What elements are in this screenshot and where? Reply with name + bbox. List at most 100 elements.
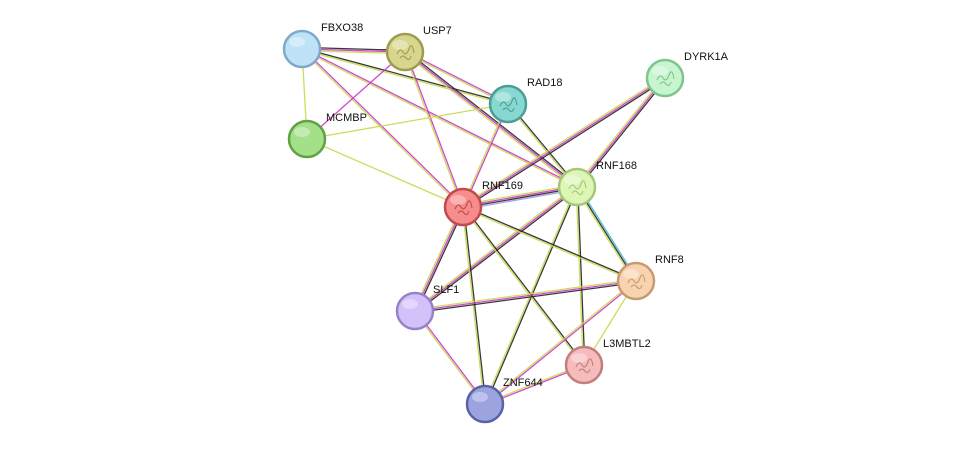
- node-highlight: [450, 195, 466, 205]
- node-label: SLF1: [433, 284, 459, 296]
- edge-strand: [403, 52, 577, 189]
- edge-strand: [306, 51, 406, 140]
- node-usp7[interactable]: USP7: [385, 25, 452, 72]
- node-highlight: [564, 175, 580, 185]
- edge-strand: [301, 49, 508, 106]
- protein-structure-icon: [454, 200, 473, 216]
- node-rnf168[interactable]: RNF168: [557, 160, 637, 207]
- node-label: RNF8: [655, 254, 684, 266]
- protein-structure-icon: [627, 274, 646, 290]
- node-mcmbp[interactable]: MCMBP: [287, 112, 367, 159]
- edge-strand: [414, 280, 637, 312]
- edge-strand: [405, 50, 579, 187]
- edge-strand: [415, 310, 487, 404]
- edges-layer: [300, 46, 667, 406]
- edge-strand: [463, 188, 578, 211]
- node-slf1[interactable]: SLF1: [395, 284, 459, 331]
- edge-strand: [463, 205, 637, 281]
- edge-strand: [577, 78, 667, 189]
- node-highlight: [392, 40, 408, 50]
- node-rnf169[interactable]: RNF169: [443, 180, 523, 227]
- node-highlight: [571, 353, 587, 363]
- node-rad18[interactable]: RAD18: [488, 77, 562, 124]
- node-highlight: [623, 269, 639, 279]
- edge-usp7-mcmbp: [306, 51, 406, 140]
- node-fbxo38[interactable]: FBXO38: [282, 22, 363, 69]
- edge-usp7-rnf168: [403, 50, 579, 189]
- edge-strand: [306, 103, 509, 140]
- edge-strand: [576, 77, 666, 188]
- node-circle[interactable]: [282, 29, 322, 69]
- node-znf644[interactable]: ZNF644: [465, 377, 543, 424]
- node-circle[interactable]: [287, 119, 327, 159]
- edge-strand: [300, 49, 463, 209]
- edge-dyrk1a-rnf169: [461, 76, 667, 209]
- node-circle[interactable]: [564, 345, 604, 385]
- node-label: MCMBP: [326, 112, 367, 124]
- edge-strand: [577, 186, 586, 365]
- protein-structure-icon: [396, 45, 415, 61]
- edge-strand: [463, 206, 487, 404]
- edge-rnf8-slf1: [414, 278, 637, 314]
- edge-strand: [302, 47, 465, 207]
- edge-dyrk1a-rnf168: [575, 76, 667, 189]
- edge-strand: [414, 278, 636, 311]
- node-highlight: [294, 127, 310, 137]
- node-highlight: [495, 92, 511, 102]
- edge-strand: [484, 279, 636, 404]
- protein-structure-icon: [568, 180, 587, 196]
- edge-strand: [405, 51, 465, 207]
- edge-strand: [306, 138, 464, 208]
- node-circle[interactable]: [443, 187, 483, 227]
- edge-strand: [403, 52, 463, 208]
- node-rnf8[interactable]: RNF8: [616, 254, 684, 301]
- edge-strand: [415, 281, 637, 314]
- node-circle[interactable]: [385, 32, 425, 72]
- edge-strand: [461, 207, 485, 405]
- node-label: USP7: [423, 25, 452, 37]
- edge-fbxo38-rad18: [301, 47, 509, 106]
- node-circle[interactable]: [395, 291, 435, 331]
- node-label: ZNF644: [503, 377, 543, 389]
- edge-strand: [302, 47, 509, 104]
- edge-strand: [462, 185, 577, 207]
- node-label: RAD18: [527, 77, 562, 89]
- edge-strand: [461, 76, 665, 207]
- edge-strand: [404, 51, 578, 188]
- node-highlight: [652, 66, 668, 76]
- edge-fbxo38-rnf169: [300, 47, 465, 209]
- node-circle[interactable]: [557, 167, 597, 207]
- protein-structure-icon: [575, 358, 594, 374]
- edge-rnf169-rnf8: [462, 205, 637, 283]
- edge-strand: [462, 207, 636, 283]
- edge-rnf168-rnf169: [462, 183, 578, 211]
- edge-strand: [463, 187, 578, 209]
- edge-strand: [575, 187, 584, 366]
- node-label: DYRK1A: [684, 51, 729, 63]
- node-highlight: [289, 37, 305, 47]
- edge-strand: [485, 281, 637, 406]
- node-label: RNF169: [482, 180, 523, 192]
- node-circle[interactable]: [616, 261, 656, 301]
- edge-rnf169-znf644: [461, 206, 487, 405]
- node-dyrk1a[interactable]: DYRK1A: [645, 51, 729, 98]
- edge-strand: [462, 77, 666, 208]
- node-highlight: [402, 299, 418, 309]
- edge-strand: [413, 311, 485, 405]
- edge-slf1-znf644: [413, 310, 487, 405]
- edge-strand: [575, 76, 665, 187]
- edge-strand: [463, 78, 667, 209]
- node-circle[interactable]: [645, 58, 685, 98]
- node-l3mbtl2[interactable]: L3MBTL2: [564, 338, 651, 385]
- node-circle[interactable]: [488, 84, 528, 124]
- edge-rnf168-l3mbtl2: [575, 186, 586, 366]
- node-highlight: [472, 392, 488, 402]
- edge-usp7-rnf169: [403, 51, 465, 208]
- node-circle[interactable]: [465, 384, 505, 424]
- edge-rnf8-znf644: [484, 279, 637, 406]
- protein-structure-icon: [656, 71, 675, 87]
- node-label: L3MBTL2: [603, 338, 651, 350]
- node-label: FBXO38: [321, 22, 363, 34]
